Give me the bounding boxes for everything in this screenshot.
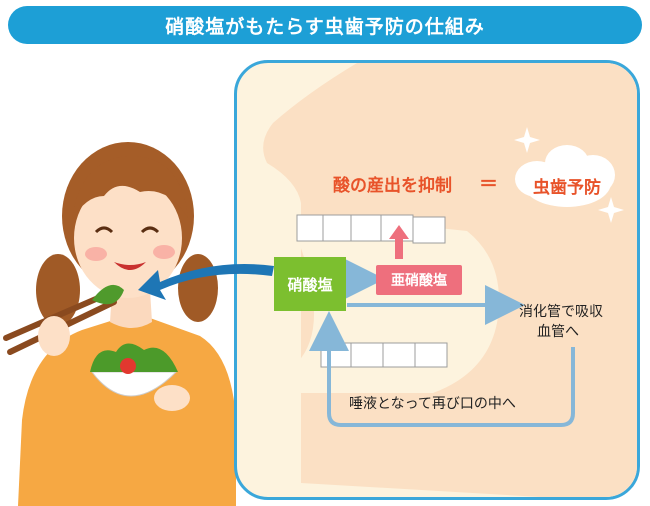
pigtail-right xyxy=(178,254,218,322)
page-title: 硝酸塩がもたらす虫歯予防の仕組み xyxy=(165,15,485,38)
girl-sweater xyxy=(18,318,236,506)
title-bar: 硝酸塩がもたらす虫歯予防の仕組み xyxy=(8,6,642,44)
cheek-left xyxy=(85,247,107,261)
spinach-leaf xyxy=(92,284,124,305)
mouth-cross-section-panel: 酸の産出を抑制 ＝ 虫歯予防 硝酸塩 亜硝酸塩 消化管で吸収 血管へ 唾液となっ… xyxy=(234,60,640,500)
saliva-return-label: 唾液となって再び口の中へ xyxy=(349,396,516,412)
acid-suppression-label: 酸の産出を抑制 xyxy=(333,176,452,196)
hand-right xyxy=(154,385,190,411)
upper-teeth xyxy=(296,214,446,244)
hair-bangs xyxy=(72,156,188,220)
cheek-right xyxy=(153,245,175,259)
saliva-return-loop xyxy=(309,311,575,427)
eye-left xyxy=(94,226,114,234)
sparkle-icon xyxy=(598,197,624,223)
equals-sign: ＝ xyxy=(479,173,499,195)
cavity-prevention-label: 虫歯予防 xyxy=(533,178,601,198)
tomato xyxy=(120,358,136,374)
digestive-absorption-label: 消化管で吸収 xyxy=(519,304,603,320)
sparkle-icon xyxy=(514,127,540,153)
bloodstream-label: 血管へ xyxy=(537,324,579,340)
lower-teeth xyxy=(320,342,448,368)
nitrite-box: 亜硝酸塩 xyxy=(376,265,462,295)
salad-greens xyxy=(90,343,178,372)
nitrate-box: 硝酸塩 xyxy=(274,257,346,311)
eye-right xyxy=(140,226,160,234)
up-arrow xyxy=(389,225,409,259)
hand-left xyxy=(38,316,70,356)
cloud-shape xyxy=(515,145,615,207)
salad-bowl xyxy=(90,371,178,397)
